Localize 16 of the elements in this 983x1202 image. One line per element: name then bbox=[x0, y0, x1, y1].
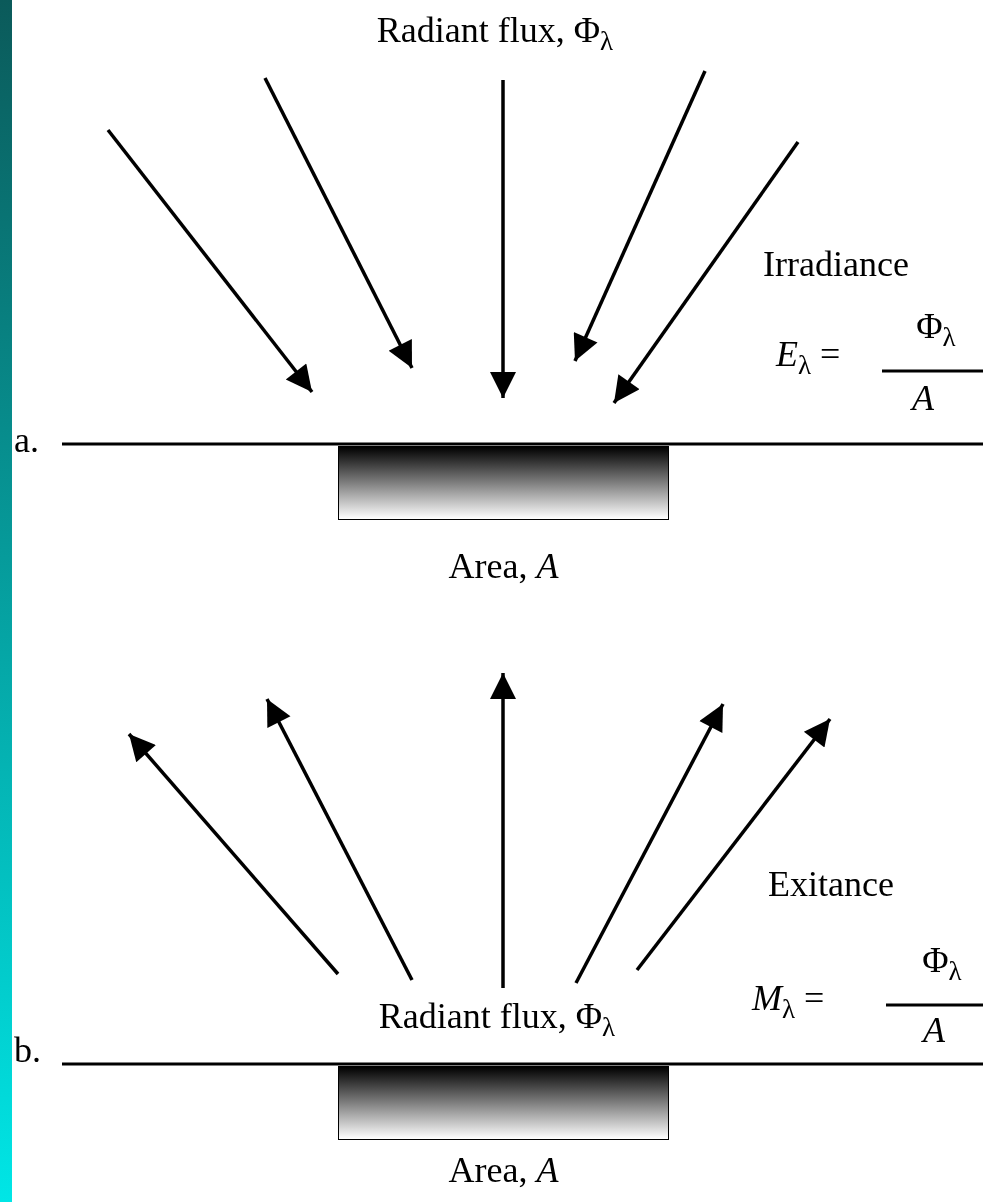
denominator: A bbox=[923, 1010, 945, 1052]
equation-lhs: E$_{λ}$ = bbox=[776, 334, 841, 382]
area-patch bbox=[338, 446, 669, 520]
panel-letter: b. bbox=[14, 1030, 41, 1072]
flux-label: Radiant flux, Φ$_{λ}$ bbox=[378, 996, 616, 1044]
area-label: Area, A bbox=[448, 546, 559, 588]
flux-label: Radiant flux, Φ$_{λ}$ bbox=[376, 10, 614, 58]
quantity-name: Exitance bbox=[768, 864, 894, 906]
area-label: Area, A bbox=[448, 1150, 559, 1192]
denominator: A bbox=[912, 378, 934, 420]
quantity-name: Irradiance bbox=[763, 244, 909, 286]
equation-lhs: M$_{λ}$ = bbox=[752, 978, 825, 1026]
numerator: Φ$_{λ}$ bbox=[916, 306, 956, 354]
panel-letter: a. bbox=[14, 420, 39, 462]
area-patch bbox=[338, 1066, 669, 1140]
numerator: Φ$_{λ}$ bbox=[922, 940, 962, 988]
